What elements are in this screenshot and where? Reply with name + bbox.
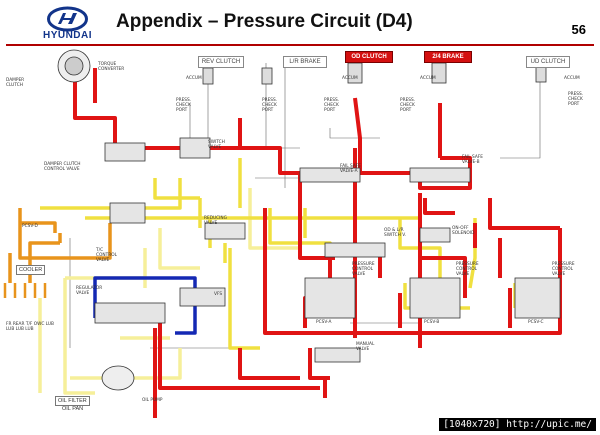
pressure-control-c-label: PRESSURE CONTROL VALVE: [552, 262, 575, 277]
accum-2-label: ACCUM: [342, 76, 358, 81]
red-lines: [73, 53, 562, 418]
tc-control-valve-body: [109, 202, 146, 224]
press-check-port-1-label: PRESS. CHECK PORT: [176, 98, 192, 113]
tc-control-valve-label: T/C CONTROL VALVE: [96, 248, 117, 263]
damper-clutch-label: DAMPER CLUTCH: [6, 78, 25, 88]
pressure-control-a-body: [304, 277, 356, 319]
oil-filter-label: OIL FILTER: [55, 396, 90, 406]
fail-safe-valve-a-label: FAIL SAFE VALVE-A: [340, 164, 361, 174]
press-check-port-4-label: PRESS. CHECK PORT: [400, 98, 416, 113]
regulator-valve-body: [94, 302, 166, 324]
watermark: [1040x720] http://upic.me/: [439, 418, 596, 431]
press-check-port-3-label: PRESS. CHECK PORT: [324, 98, 340, 113]
rev-clutch-header: REV CLUTCH: [198, 56, 244, 68]
regulator-valve-label: REGULATOR VALVE: [76, 286, 103, 296]
brake-24-header: 2/4 BRAKE: [424, 51, 472, 63]
manual-valve-body: [314, 347, 361, 363]
yellow-lines: [40, 158, 517, 350]
accum-1-label: ACCUM: [186, 76, 202, 81]
pcsv-d-label: PCSV-D: [22, 224, 38, 229]
oil-pan-label: OIL PAN: [62, 406, 84, 412]
reducing-valve-body: [204, 222, 246, 240]
oil-pump-label: OIL PUMP: [142, 398, 163, 403]
pcsv-b-label: PCSV-B: [424, 320, 440, 325]
pcsv-a-label: PCSV-A: [316, 320, 332, 325]
vfs-label: VFS: [214, 292, 223, 297]
brand-name: HYUNDAI: [42, 30, 93, 41]
od-lr-switch-body: [324, 242, 386, 258]
cooler-lubs: [3, 283, 47, 298]
title-rule: [6, 44, 594, 46]
on-off-solenoid-label: ON-OFF SOLENOID: [452, 226, 475, 236]
damper-control-valve-label: DAMPER CLUTCH CONTROL VALVE: [44, 162, 81, 172]
pressure-control-c-body: [514, 277, 561, 319]
fail-safe-b-body: [409, 167, 471, 183]
cooler-label: COOLER: [16, 265, 46, 275]
pressure-control-b-body: [409, 277, 461, 319]
torque-converter-label: TORQUE CONVERTER: [98, 62, 125, 72]
page-number: 56: [571, 22, 586, 37]
switch-valve-label: SWITCH VALVE: [208, 140, 225, 150]
fail-safe-valve-b-label: FAIL SAFE VALVE-B: [462, 155, 483, 165]
on-off-solenoid-body: [419, 227, 451, 243]
fail-safe-a-body: [299, 167, 361, 183]
od-lr-switch-label: OD & L/R SWITCH V.: [384, 228, 406, 238]
pressure-control-a-label: PRESSURE CONTROL VALVE: [352, 262, 375, 277]
pressure-control-b-label: PRESSURE CONTROL VALVE: [456, 262, 479, 277]
pressure-circuit-diagram: [3, 49, 562, 418]
light-yellow-lines: [38, 188, 300, 395]
press-check-port-2-label: PRESS. CHECK PORT: [262, 98, 278, 113]
damper-clutch-valve-body: [104, 142, 146, 162]
lr-brake-header: L/R BRAKE: [283, 56, 327, 68]
vfs-body: [179, 287, 226, 307]
slide-title: Appendix – Pressure Circuit (D4): [116, 11, 413, 32]
accumulators: [57, 49, 547, 391]
accum-3-label: ACCUM: [420, 76, 436, 81]
press-check-port-5-label: PRESS. CHECK PORT: [568, 92, 584, 107]
valve-bodies: [94, 137, 561, 363]
hyundai-logo: [47, 6, 88, 32]
lub-label: FR REAR T/F OWC LUB LUB LUB LUB: [6, 322, 54, 332]
accum-4-label: ACCUM: [564, 76, 580, 81]
ud-clutch-header: UD CLUTCH: [526, 56, 570, 68]
reducing-valve-label: REDUCING VALVE: [204, 216, 227, 226]
pcsv-c-label: PCSV-C: [528, 320, 544, 325]
manual-valve-label: MANUAL VALVE: [356, 342, 375, 352]
od-clutch-header: OD CLUTCH: [345, 51, 393, 63]
switch-valve-body: [179, 137, 211, 159]
